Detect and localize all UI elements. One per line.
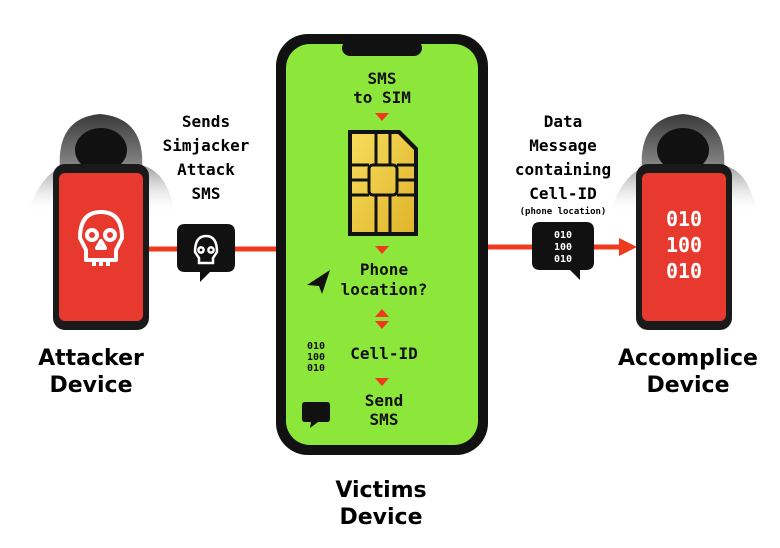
- message-bubble-icon: [302, 402, 330, 428]
- step-location-line2: location?: [341, 280, 428, 299]
- skull-bubble-icon: [193, 234, 219, 265]
- data-caption-line3: containing: [515, 160, 611, 179]
- attacker-phone: [53, 164, 149, 330]
- attacker-label-line2: Device: [49, 373, 132, 398]
- accomplice-face-shadow: [657, 128, 709, 172]
- phone-notch: [342, 40, 422, 56]
- accomplice-phone: [636, 164, 732, 330]
- step-arrow-down-4: [375, 378, 389, 386]
- victim-phone: [276, 34, 488, 455]
- bubble-binary-line1: 010: [554, 230, 572, 241]
- attacker-label-line1: Attacker: [38, 346, 144, 371]
- data-sms-bubble: 010 100 010: [532, 222, 594, 280]
- data-caption-line4: Cell-ID: [529, 184, 596, 203]
- data-caption-line2: Message: [529, 136, 596, 155]
- skull-sms-bubble: [177, 224, 235, 282]
- victim-steps: SMS to SIM: [353, 69, 411, 121]
- data-caption-line1: Data: [544, 112, 583, 131]
- victim-steps-lower: Phone location? 010 100 010 Cell-ID Send…: [302, 246, 427, 429]
- victim-binary-line2: 100: [307, 352, 325, 363]
- step-sms-line2: to SIM: [353, 88, 411, 107]
- data-caption-note: (phone location): [520, 206, 607, 217]
- accomplice-binary-line1: 010: [666, 207, 702, 231]
- data-caption: Data Message containing Cell-ID (phone l…: [515, 112, 611, 217]
- victim-label-line2: Device: [339, 505, 422, 530]
- accomplice-label-line2: Device: [646, 373, 729, 398]
- step-arrow-down-1: [375, 113, 389, 121]
- victim-binary-line1: 010: [307, 341, 325, 352]
- accomplice-binary-line3: 010: [666, 259, 702, 283]
- exfil-arrow-head: [619, 238, 637, 256]
- victim-label-line1: Victims: [335, 478, 426, 503]
- bubble-binary-line3: 010: [554, 254, 572, 265]
- step-location-line1: Phone: [360, 260, 408, 279]
- attacker-face-shadow: [75, 128, 127, 172]
- step-send-line2: SMS: [370, 410, 399, 429]
- skull-icon: [78, 210, 124, 266]
- attack-caption-line4: SMS: [192, 184, 221, 203]
- attack-caption-line1: Sends: [182, 112, 230, 131]
- step-arrow-down-3: [375, 321, 389, 329]
- accomplice-binary: 010 100 010: [666, 207, 702, 283]
- step-arrow-down-2: [375, 246, 389, 254]
- bubble-binary-line2: 100: [554, 242, 572, 253]
- attack-caption: Sends Simjacker Attack SMS: [163, 112, 250, 203]
- accomplice-binary-line2: 100: [666, 233, 702, 257]
- victim-binary-line3: 010: [307, 363, 325, 374]
- location-arrow-icon: [307, 270, 330, 294]
- step-arrow-up-3: [375, 309, 389, 317]
- step-send-line1: Send: [365, 391, 404, 410]
- attack-caption-line3: Attack: [177, 160, 235, 179]
- accomplice-label-line1: Accomplice: [618, 346, 758, 371]
- step-sms-line1: SMS: [368, 69, 397, 88]
- attack-caption-line2: Simjacker: [163, 136, 250, 155]
- sim-card-icon: [348, 130, 418, 236]
- step-cellid: Cell-ID: [350, 344, 417, 363]
